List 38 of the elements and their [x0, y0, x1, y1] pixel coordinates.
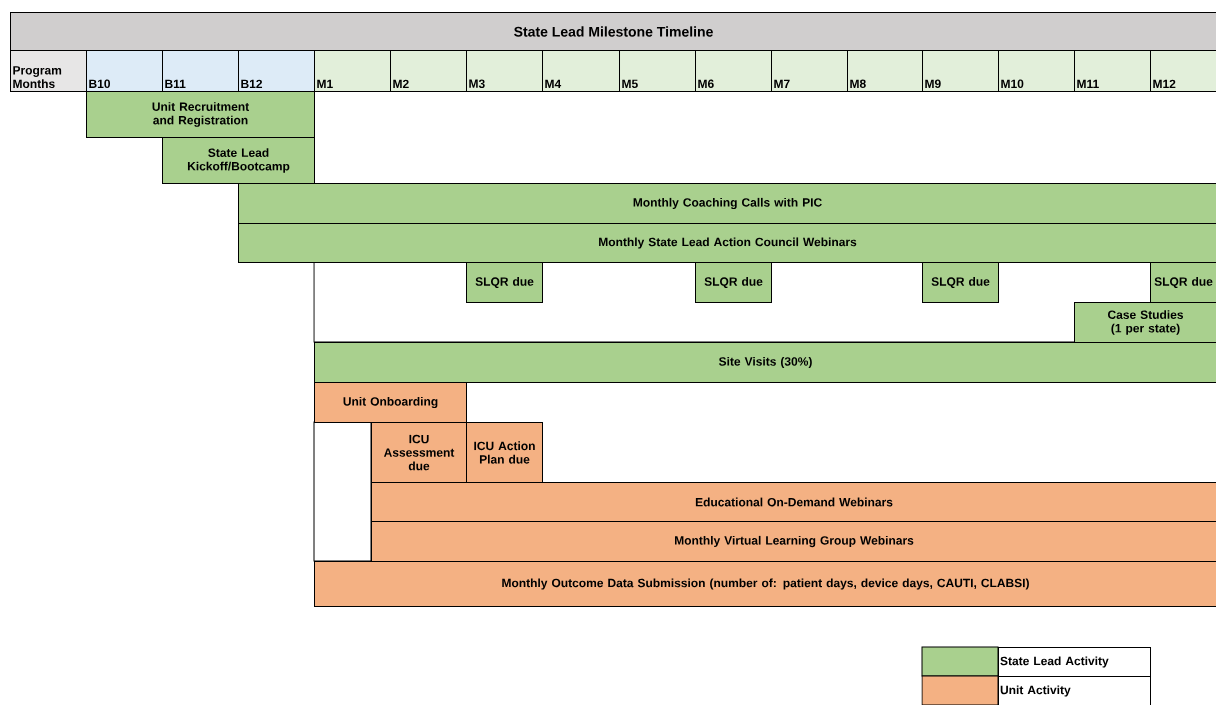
activity-bar: SLQR due: [922, 262, 999, 303]
node-label: SLQR due: [1154, 276, 1213, 289]
month-cell: B11: [162, 50, 239, 92]
month-cell: M7: [771, 50, 848, 92]
node-label: Monthly Virtual Learning Group Webinars: [675, 535, 914, 548]
month-cell: B12: [238, 50, 315, 92]
activity-bar: ICU Assessment due: [371, 422, 467, 483]
activity-bar: Monthly Virtual Learning Group Webinars: [371, 521, 1216, 562]
month-cell: M8: [847, 50, 923, 92]
month-cell: M3: [466, 50, 543, 92]
month-cell: M12: [1150, 50, 1216, 92]
header-cell: Program Months: [10, 50, 87, 92]
activity-bar: ICU Action Plan due: [466, 422, 543, 483]
activity-bar: Unit Recruitment and Registration: [86, 91, 315, 138]
node-label: Case Studies (1 per state): [1107, 310, 1184, 335]
month-cell: M9: [922, 50, 999, 92]
title-bar: State Lead Milestone Timeline: [10, 12, 1216, 51]
month-cell: M2: [390, 50, 467, 92]
legend-label: Unit Activity: [998, 676, 1151, 705]
month-cell: M5: [619, 50, 696, 92]
activity-bar: Unit Onboarding: [314, 382, 467, 423]
node-label: Educational On-Demand Webinars: [695, 497, 893, 507]
month-cell: M6: [695, 50, 772, 92]
node-label: Monthly Coaching Calls with PIC: [633, 197, 822, 210]
activity-bar: Monthly Outcome Data Submission (number of: patient days, device days, CAUTI, CLABSI): [314, 561, 1216, 607]
activity-bar: SLQR due: [466, 262, 543, 303]
month-cell: M1: [314, 50, 391, 92]
activity-bar: SLQR due: [695, 262, 772, 303]
month-cell: M10: [998, 50, 1075, 92]
activity-bar: State Lead Kickoff/Bootcamp: [162, 137, 315, 184]
month-cell: B10: [86, 50, 163, 92]
node-label: M12: [1153, 79, 1176, 88]
month-cell: M4: [542, 50, 620, 92]
activity-bar: SLQR due: [1150, 262, 1216, 303]
month-cell: M11: [1074, 50, 1151, 92]
node-label: Monthly Outcome Data Submission (number of: patient days, device days, CAUTI, CLABSI): [502, 578, 1029, 590]
node-label: Monthly State Lead Action Council Webinars: [599, 237, 857, 249]
legend-label: State Lead Activity: [998, 647, 1151, 677]
